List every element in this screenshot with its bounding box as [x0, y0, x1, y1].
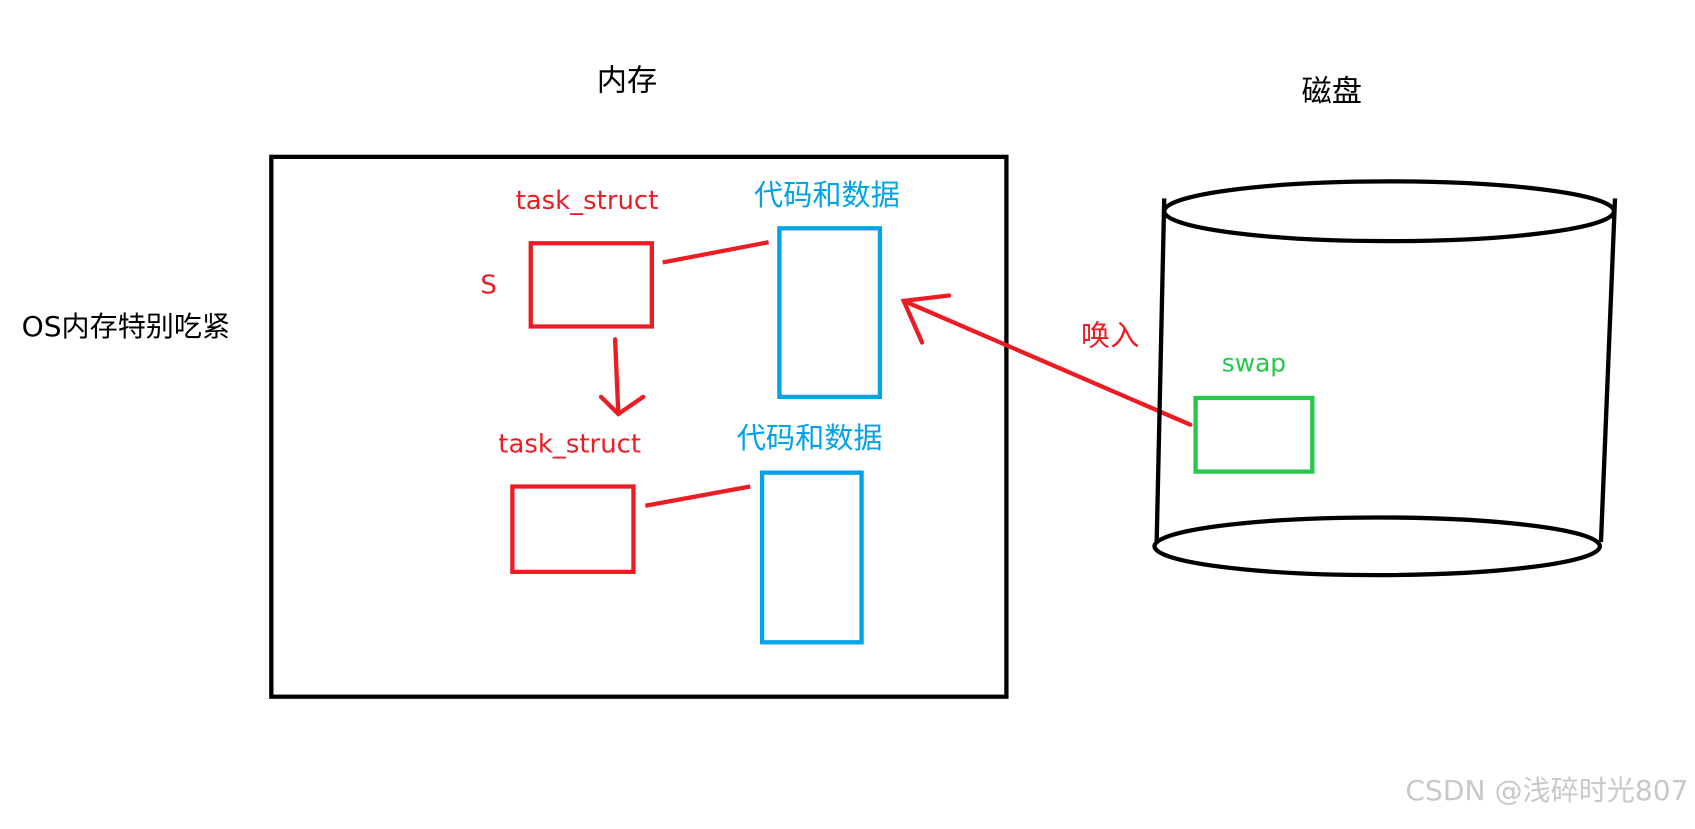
code-data-box-1 — [777, 226, 883, 400]
swap-in-label: 唤入 — [1081, 319, 1139, 353]
code-data-box-2 — [759, 470, 864, 645]
task-struct-label-2: task_struct — [498, 430, 641, 460]
task-struct-box-1 — [528, 241, 655, 329]
disk-cylinder — [1152, 179, 1618, 578]
memory-box — [269, 154, 1009, 699]
watermark: CSDN @浅碎时光807 — [1405, 774, 1688, 807]
task-struct-label-1: task_struct — [516, 186, 659, 216]
link-line-2 — [644, 484, 751, 508]
state-s-label: S — [480, 271, 496, 301]
swap-box — [1193, 395, 1315, 474]
code-data-label-1: 代码和数据 — [754, 178, 900, 212]
swap-label: swap — [1222, 348, 1286, 377]
memory-label: 内存 — [597, 64, 658, 99]
code-data-label-2: 代码和数据 — [737, 421, 883, 455]
disk-label: 磁盘 — [1302, 75, 1363, 110]
down-arrow-icon — [598, 337, 646, 417]
swap-in-arrow-icon — [900, 293, 1193, 427]
link-line-1 — [662, 240, 769, 265]
os-pressure-label: OS内存特别吃紧 — [22, 310, 230, 343]
task-struct-box-2 — [510, 484, 636, 575]
